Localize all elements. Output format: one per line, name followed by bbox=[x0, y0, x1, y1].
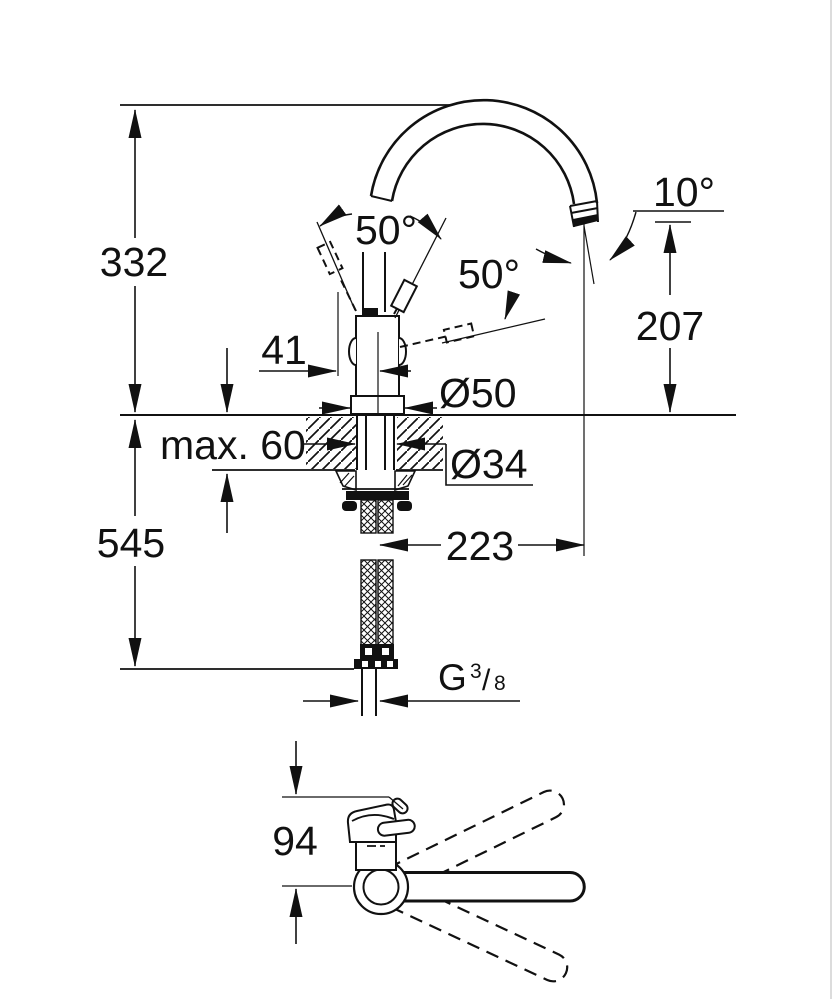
dimension-94: 94 bbox=[272, 741, 404, 944]
dim-spout-height-label: 332 bbox=[100, 239, 168, 285]
dimension-50deg-right: 50° bbox=[441, 251, 546, 344]
mounting-hardware bbox=[334, 470, 417, 511]
dimension-332: 332 bbox=[100, 109, 168, 413]
dim-spout-reach-label: 223 bbox=[446, 523, 514, 569]
dimension-50deg-top: 50° bbox=[319, 204, 442, 253]
dim-handle-swing-label: 50° bbox=[355, 207, 417, 253]
dim-hole-diameter-label: Ø34 bbox=[450, 441, 528, 487]
dimension-dia50: Ø50 bbox=[319, 370, 517, 416]
spout-outlet bbox=[569, 200, 599, 228]
dimension-207: 207 bbox=[636, 221, 704, 413]
dim-below-counter-label: 545 bbox=[97, 520, 165, 566]
thread-slash-label: / bbox=[482, 664, 491, 697]
dimension-10deg: 10° bbox=[535, 169, 724, 264]
dimension-thread-g38: G 3 / 8 bbox=[303, 657, 520, 708]
dim-outlet-angle-label: 10° bbox=[653, 169, 715, 215]
spout-top-view bbox=[379, 871, 586, 903]
counter-hatch bbox=[306, 417, 443, 469]
dim-outlet-height-label: 207 bbox=[636, 303, 704, 349]
dimension-max60: max. 60 bbox=[160, 348, 356, 533]
dim-base-diameter-label: Ø50 bbox=[439, 370, 517, 416]
dimension-223: 223 bbox=[379, 523, 585, 569]
faucet-shank bbox=[356, 416, 395, 470]
top-view: 94 bbox=[272, 741, 586, 983]
thread-denominator-label: 8 bbox=[494, 672, 506, 695]
dim-handle-side-angle-label: 50° bbox=[458, 251, 520, 297]
dim-depth-label: 94 bbox=[272, 818, 318, 864]
dim-counter-thickness-label: max. 60 bbox=[160, 422, 306, 468]
thread-numerator-label: 3 bbox=[470, 660, 482, 683]
spout-swivel-dashed-positions bbox=[387, 789, 569, 983]
dim-handle-offset-label: 41 bbox=[261, 327, 307, 373]
spout-arc bbox=[369, 98, 599, 205]
body-top-view bbox=[346, 797, 416, 871]
dimension-545: 545 bbox=[97, 419, 165, 667]
dimension-dia34: Ø34 bbox=[396, 437, 533, 487]
front-view: 332 545 max. 60 41 Ø50 Ø34 bbox=[97, 98, 736, 716]
supply-hoses bbox=[354, 499, 398, 716]
outlet-tilted-axis-line bbox=[583, 225, 595, 285]
swivel-base-inner-circle bbox=[362, 868, 400, 906]
thread-g-label: G bbox=[438, 657, 467, 698]
dimension-41: 41 bbox=[259, 327, 411, 378]
